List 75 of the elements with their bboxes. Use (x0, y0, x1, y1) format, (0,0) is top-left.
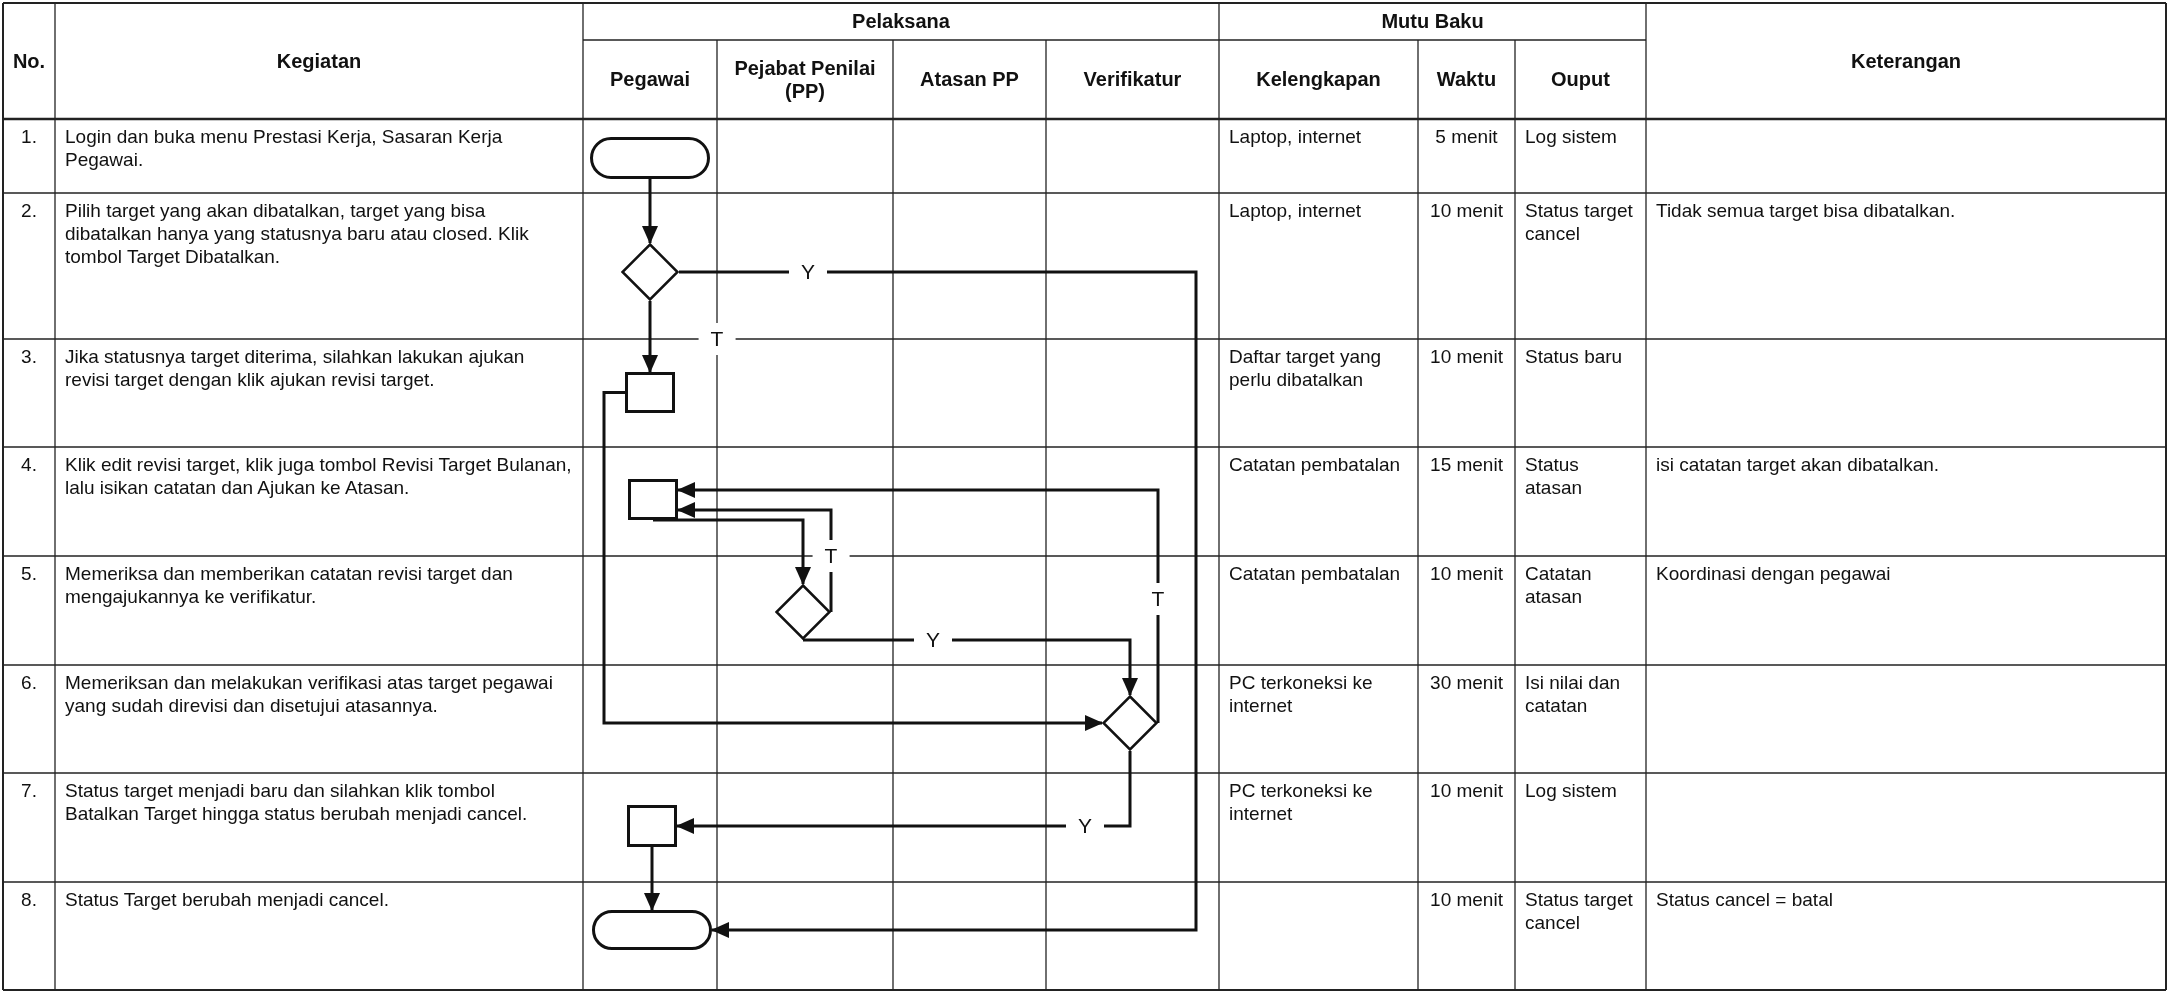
process-box (625, 372, 675, 413)
row-number: 5. (20, 562, 38, 586)
process-box (627, 805, 677, 847)
row-number: 4. (20, 453, 38, 477)
column-header: Verifikatur (1082, 67, 1183, 92)
row-number: 2. (20, 199, 38, 223)
column-header: Atasan PP (919, 67, 1020, 92)
remark-text: isi catatan target akan dibatalkan. (1655, 453, 1941, 477)
arrow (676, 751, 1132, 834)
duration-text: 15 menit (1429, 453, 1504, 477)
column-header: Pejabat Penilai (PP) (733, 55, 877, 104)
column-header: Pegawai (608, 67, 691, 92)
arrow (803, 638, 1138, 696)
column-header: Keterangan (1850, 48, 1962, 74)
equipment-text: Catatan pembatalan (1228, 562, 1402, 586)
column-header: No. (11, 48, 47, 74)
duration-text: 10 menit (1429, 345, 1504, 369)
equipment-text: PC terkoneksi ke internet (1228, 671, 1374, 718)
column-header: Kegiatan (275, 48, 363, 74)
duration-text: 10 menit (1429, 199, 1504, 223)
equipment-text: Catatan pembatalan (1228, 453, 1402, 477)
decision-diamond (1102, 695, 1158, 751)
remark-text: Koordinasi dengan pegawai (1655, 562, 1892, 586)
output-text: Isi nilai dan catatan (1524, 671, 1622, 718)
activity-text: Jika statusnya target diterima, silahkan lakukan ajukan revisi target dengan klik ajukan revisi target. (64, 345, 526, 392)
row-number: 1. (20, 125, 38, 149)
edge-label: T (812, 540, 850, 572)
equipment-text: PC terkoneksi ke internet (1228, 779, 1374, 826)
duration-text: 10 menit (1429, 779, 1504, 803)
arrow (602, 391, 1103, 731)
output-text: Log sistem (1524, 125, 1618, 149)
equipment-text: Laptop, internet (1228, 125, 1363, 149)
activity-text: Memeriksa dan memberikan catatan revisi target dan mengajukannya ke verifikatur. (64, 562, 514, 609)
duration-text: 10 menit (1429, 888, 1504, 912)
activity-text: Memeriksan dan melakukan verifikasi atas target pegawai yang sudah direvisi dan disetujui atasannya. (64, 671, 554, 718)
activity-text: Klik edit revisi target, klik juga tombol Revisi Target Bulanan, lalu isikan catatan dan Ajukan ke Atasan. (64, 453, 573, 500)
output-text: Status target cancel (1524, 888, 1634, 935)
column-header: Pelaksana (851, 9, 951, 34)
output-text: Status atasan (1524, 453, 1584, 500)
output-text: Status target cancel (1524, 199, 1634, 246)
remark-text: Status cancel = batal (1655, 888, 1834, 912)
output-text: Catatan atasan (1524, 562, 1593, 609)
edge-label: T (698, 323, 736, 355)
duration-text: 10 menit (1429, 562, 1504, 586)
remark-text: Tidak semua target bisa dibatalkan. (1655, 199, 1957, 223)
arrow (642, 179, 658, 244)
terminator-shape (592, 910, 712, 950)
arrow (677, 502, 833, 612)
column-header: Kelengkapan (1255, 67, 1382, 92)
activity-text: Status target menjadi baru dan silahkan klik tombol Batalkan Target hingga status berubah menjadi cancel. (64, 779, 529, 826)
equipment-text: Daftar target yang perlu dibatalkan (1228, 345, 1383, 392)
row-number: 8. (20, 888, 38, 912)
arrow (679, 270, 1198, 938)
row-number: 3. (20, 345, 38, 369)
arrow (653, 518, 811, 585)
output-text: Log sistem (1524, 779, 1618, 803)
terminator-shape (590, 137, 710, 179)
row-number: 6. (20, 671, 38, 695)
output-text: Status baru (1524, 345, 1624, 369)
equipment-text: Laptop, internet (1228, 199, 1363, 223)
activity-text: Login dan buka menu Prestasi Kerja, Sasaran Kerja Pegawai. (64, 125, 504, 172)
activity-text: Status Target berubah menjadi cancel. (64, 888, 390, 912)
arrow (677, 482, 1160, 723)
column-header: Waktu (1435, 67, 1498, 92)
decision-diamond (621, 243, 679, 301)
column-header: Mutu Baku (1380, 9, 1485, 34)
arrow (644, 847, 660, 911)
duration-text: 30 menit (1429, 671, 1504, 695)
process-box (628, 479, 678, 520)
activity-text: Pilih target yang akan dibatalkan, target yang bisa dibatalkan hanya yang statusnya baru atau closed. Klik tombol Target Dibatalkan. (64, 199, 530, 269)
row-number: 7. (20, 779, 38, 803)
arrow (642, 301, 658, 373)
duration-text: 5 menit (1434, 125, 1499, 149)
decision-diamond (775, 584, 831, 640)
column-header: Ouput (1550, 67, 1611, 92)
